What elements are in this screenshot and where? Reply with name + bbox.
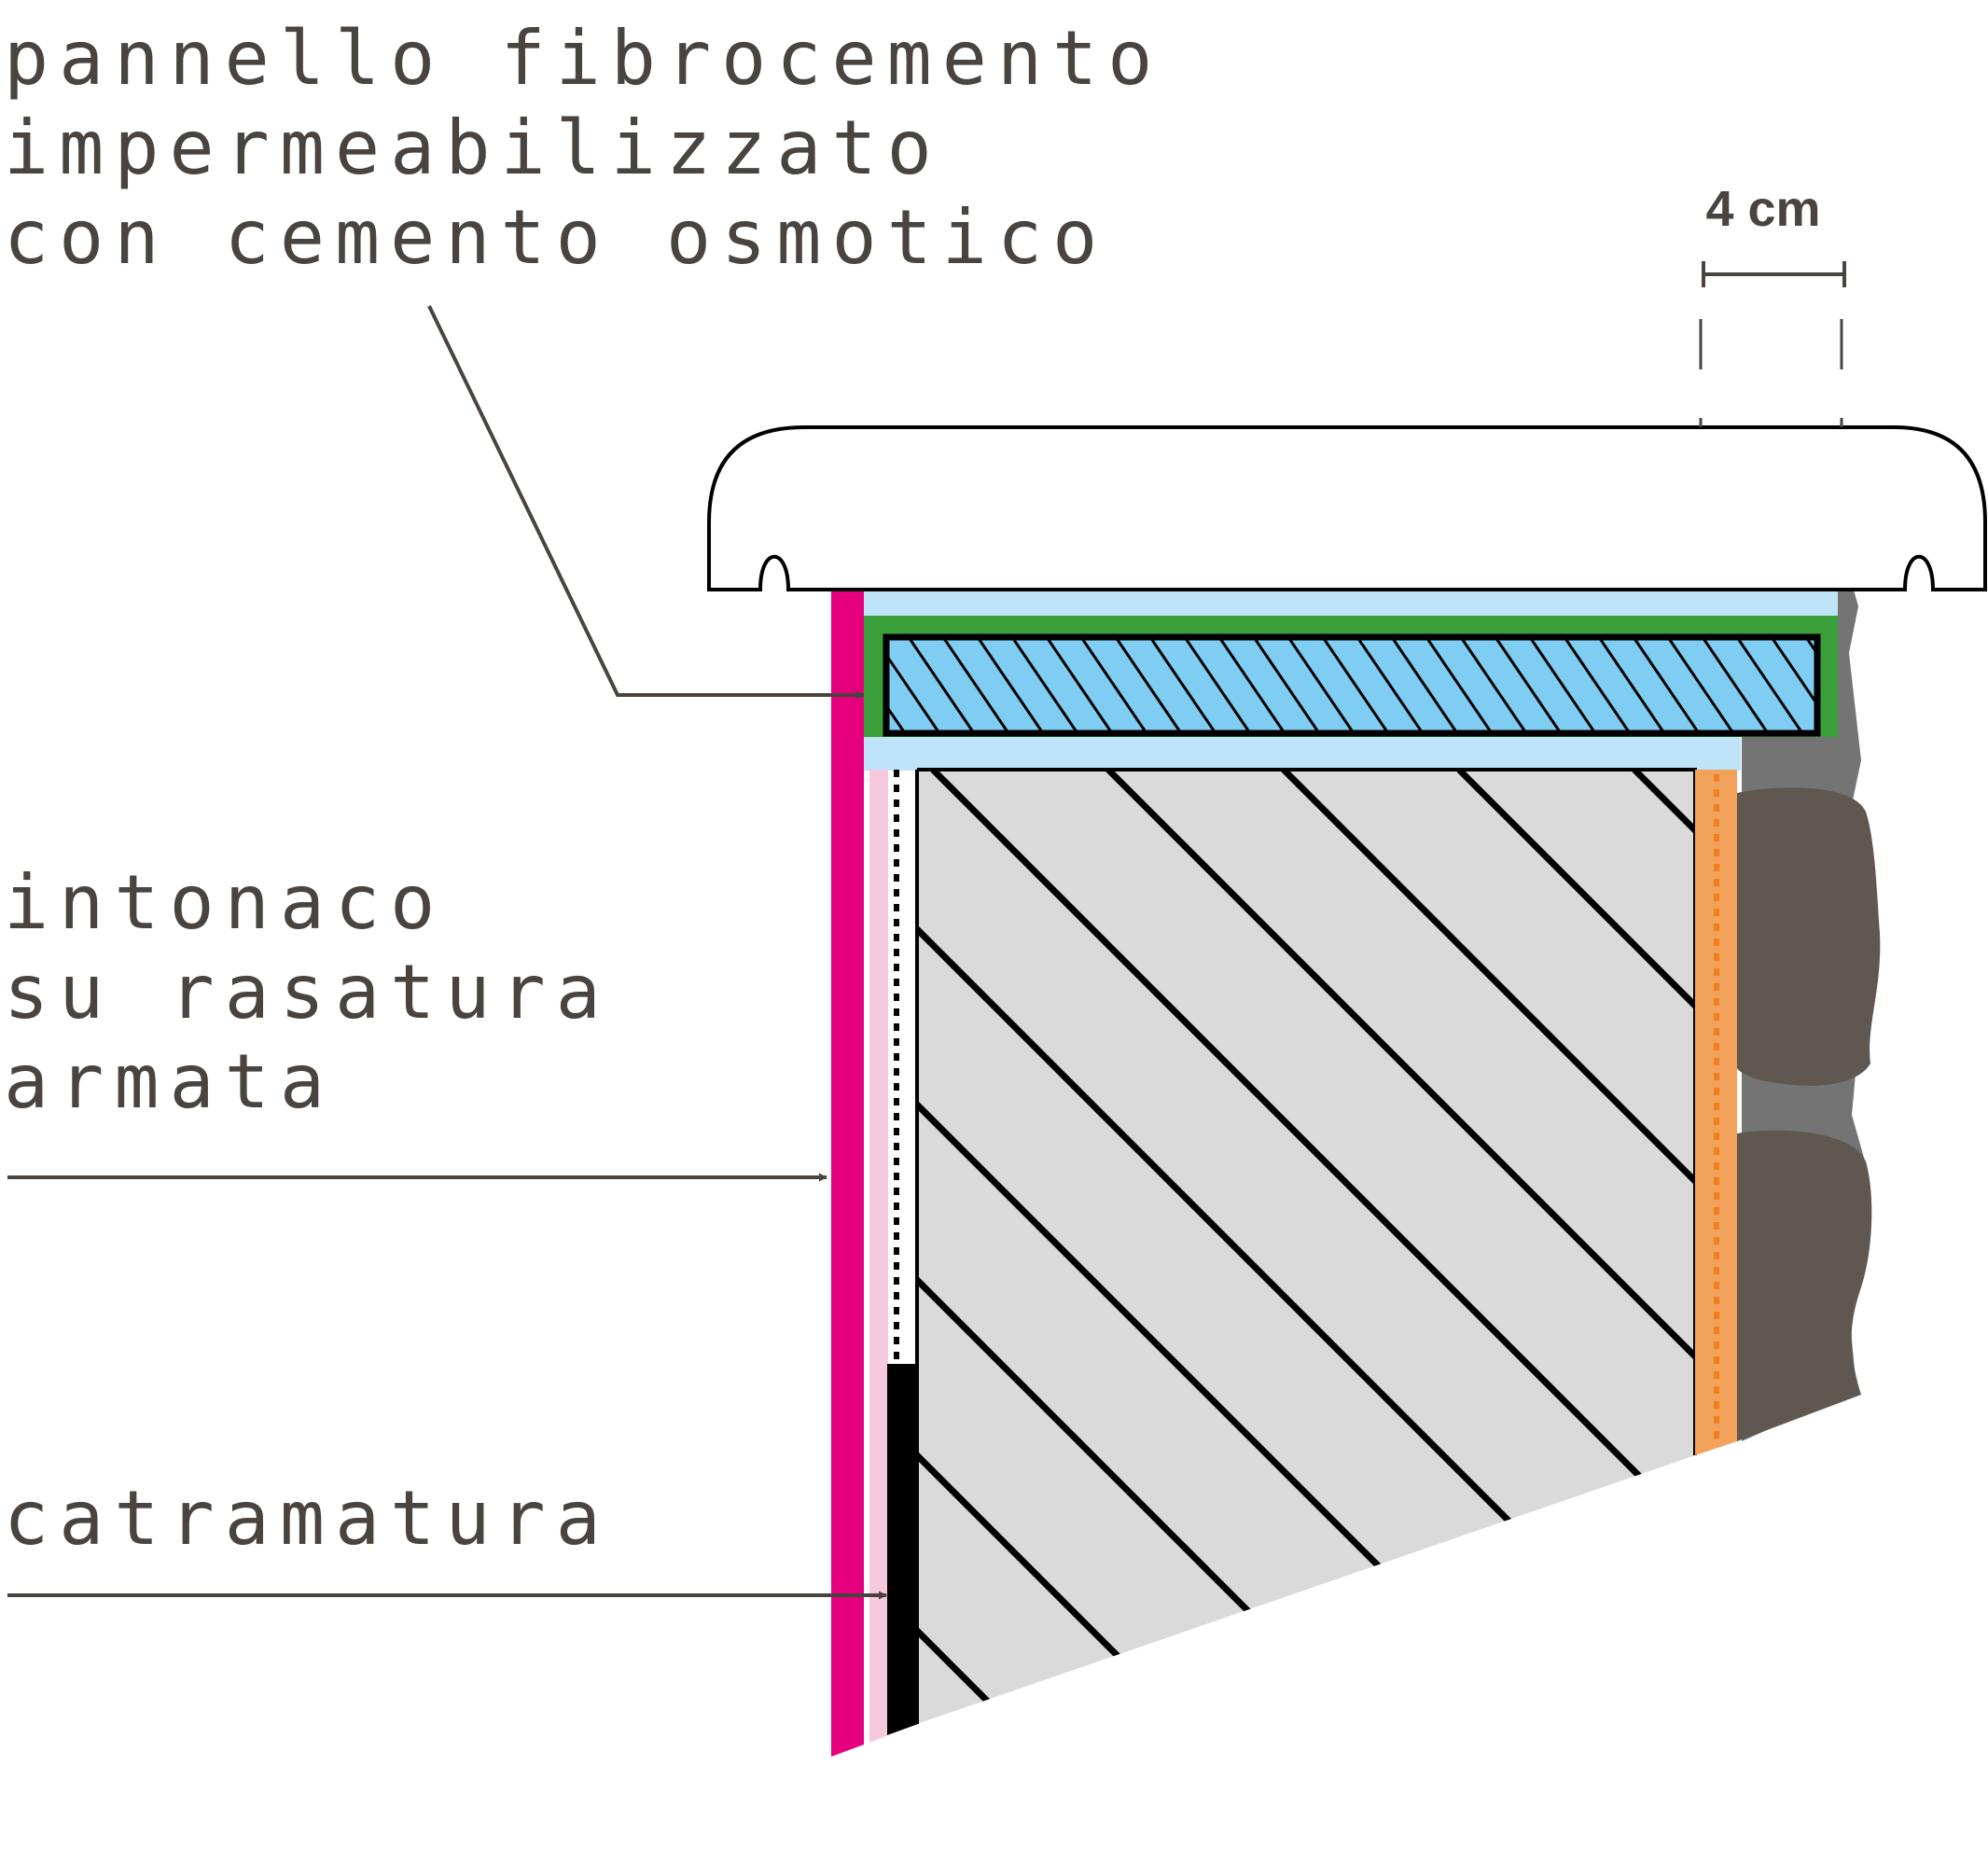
panel-hatch-line-13 (1286, 637, 1355, 733)
label-tar: catramatura (4, 1475, 611, 1562)
panel-hatch-line-18 (1459, 637, 1528, 733)
panel-hatch-line-26 (1735, 637, 1804, 733)
pink-layer (869, 770, 888, 1743)
panel-hatch-line-15 (1355, 637, 1425, 733)
label-plaster-line-2: su rasatura (4, 949, 611, 1036)
plaster-strip (831, 590, 864, 1757)
panel-hatch-line-16 (1390, 637, 1459, 733)
label-panel-line-2: impermeabilizzato (4, 104, 942, 191)
panel-hatch-line-0 (886, 702, 907, 733)
fibrocement-panel (864, 616, 1838, 737)
panel-hatch-line-11 (1217, 637, 1286, 733)
wall-hatch-line-1 (917, 770, 1190, 1724)
panel-hatch-line-21 (1563, 637, 1632, 733)
panel-hatch-line-10 (1183, 637, 1252, 733)
label-plaster-line-3: armata (4, 1038, 335, 1125)
panel-hatch-line-6 (1045, 637, 1114, 733)
panel-hatch-line-5 (1010, 637, 1079, 733)
mortar-top (864, 590, 1838, 618)
label-panel-line-1: pannello fibrocemento (4, 15, 1162, 102)
wall-hatch-line-8 (1456, 770, 1695, 1724)
label-plaster-line-1: intonaco (4, 859, 445, 946)
wall-hatch-line-6 (1105, 770, 1695, 1724)
panel-hatch-line-20 (1528, 637, 1597, 733)
panel-hatch-line-4 (976, 637, 1045, 733)
panel-hatch-line-25 (1701, 637, 1770, 733)
stone-backing (1737, 590, 1881, 1441)
panel-hatch-line-2 (907, 637, 976, 733)
panel-hatch-line-27 (1770, 637, 1817, 707)
label-plaster: intonaco su rasatura armata (4, 859, 611, 1125)
label-tar-line-1: catramatura (4, 1475, 611, 1562)
panel-hatch-line-9 (1148, 637, 1217, 733)
leader-panel (427, 305, 865, 700)
panel-hatch-line-7 (1079, 637, 1148, 733)
panel-hatch-line-17 (1425, 637, 1494, 733)
panel-hatch-line-19 (1494, 637, 1563, 733)
panel-hatch-line-3 (941, 637, 1010, 733)
mortar-bottom (864, 737, 1741, 771)
dimension-label: 4 cm (1705, 181, 1820, 237)
panel-hatch-line-14 (1321, 637, 1390, 733)
orange-layer (1695, 770, 1737, 1455)
label-panel-line-3: con cemento osmotico (4, 194, 1107, 281)
tar-strip (887, 1364, 918, 1735)
coping-cap (707, 425, 1987, 591)
panel-hatch-line-12 (1252, 637, 1321, 733)
dimension-4cm: 4 cm (1699, 181, 1846, 427)
panel-hatch-line-8 (1114, 637, 1183, 733)
label-panel: pannello fibrocemento impermeabilizzato … (4, 15, 1162, 281)
panel-hatch-line-23 (1632, 637, 1701, 733)
wall-hatch-line-7 (1281, 770, 1695, 1724)
panel-hatch-line-22 (1597, 637, 1666, 733)
wall-hatch-line-2 (917, 770, 1366, 1724)
wall-hatch-line-5 (930, 770, 1695, 1724)
panel-hatch-line-1 (886, 652, 941, 733)
panel-hatch-line-24 (1666, 637, 1735, 733)
